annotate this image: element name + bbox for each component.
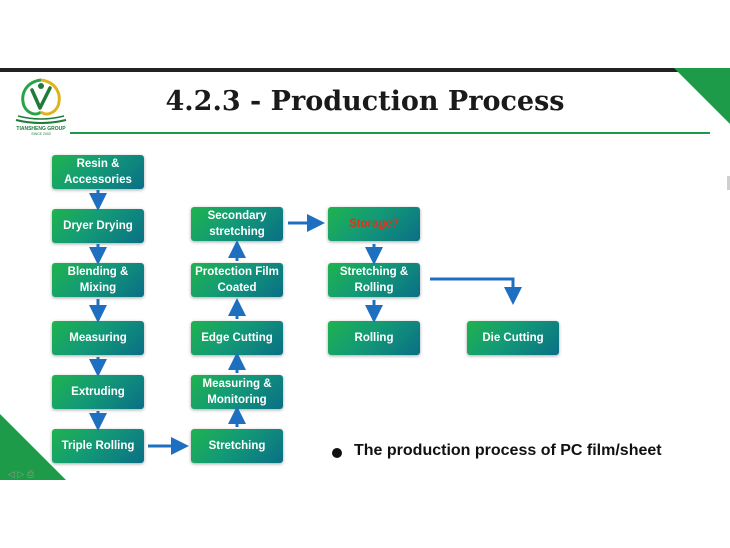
step-extruding: Extruding: [52, 375, 144, 409]
slide-title: 4.2.3 - Production Process: [165, 86, 565, 117]
step-die-cutting: Die Cutting: [467, 321, 559, 355]
step-secondary-stretching: Secondary stretching: [191, 207, 283, 241]
slide-nav-controls[interactable]: ◁ ▷ ⎙: [8, 469, 35, 479]
corner-triangle-top-right: [674, 68, 730, 124]
slide-top-border: [0, 68, 730, 72]
step-protection-film-coated: Protection Film Coated: [191, 263, 283, 297]
bullet-text: The production process of PC film/sheet: [354, 442, 662, 459]
step-measuring-monitoring: Measuring & Monitoring: [191, 375, 283, 409]
step-stretching: Stretching: [191, 429, 283, 463]
step-stretching-rolling: Stretching & Rolling: [328, 263, 420, 297]
scroll-edge-tab: [727, 176, 730, 190]
company-logo: TIANSHENG GROUP SINCE 2003: [10, 76, 72, 142]
step-resin-accessories: Resin & Accessories: [52, 155, 144, 189]
step-rolling: Rolling: [328, 321, 420, 355]
step-storage: Storage?: [328, 207, 420, 241]
logo-emblem-icon: [15, 78, 67, 124]
step-measuring: Measuring: [52, 321, 144, 355]
header-rule: [70, 132, 710, 134]
flow-arrows: [89, 190, 522, 455]
step-triple-rolling: Triple Rolling: [52, 429, 144, 463]
bullet-dot: [332, 448, 342, 458]
logo-since: SINCE 2003: [31, 132, 51, 136]
step-dryer-drying: Dryer Drying: [52, 209, 144, 243]
step-blending-mixing: Blending & Mixing: [52, 263, 144, 297]
slide: TIANSHENG GROUP SINCE 2003 4.2.3 - Produ…: [0, 68, 730, 480]
step-edge-cutting: Edge Cutting: [191, 321, 283, 355]
arrow-stretching-rolling-to-die-cutting: [430, 277, 522, 305]
logo-company-name: TIANSHENG GROUP: [16, 126, 66, 132]
